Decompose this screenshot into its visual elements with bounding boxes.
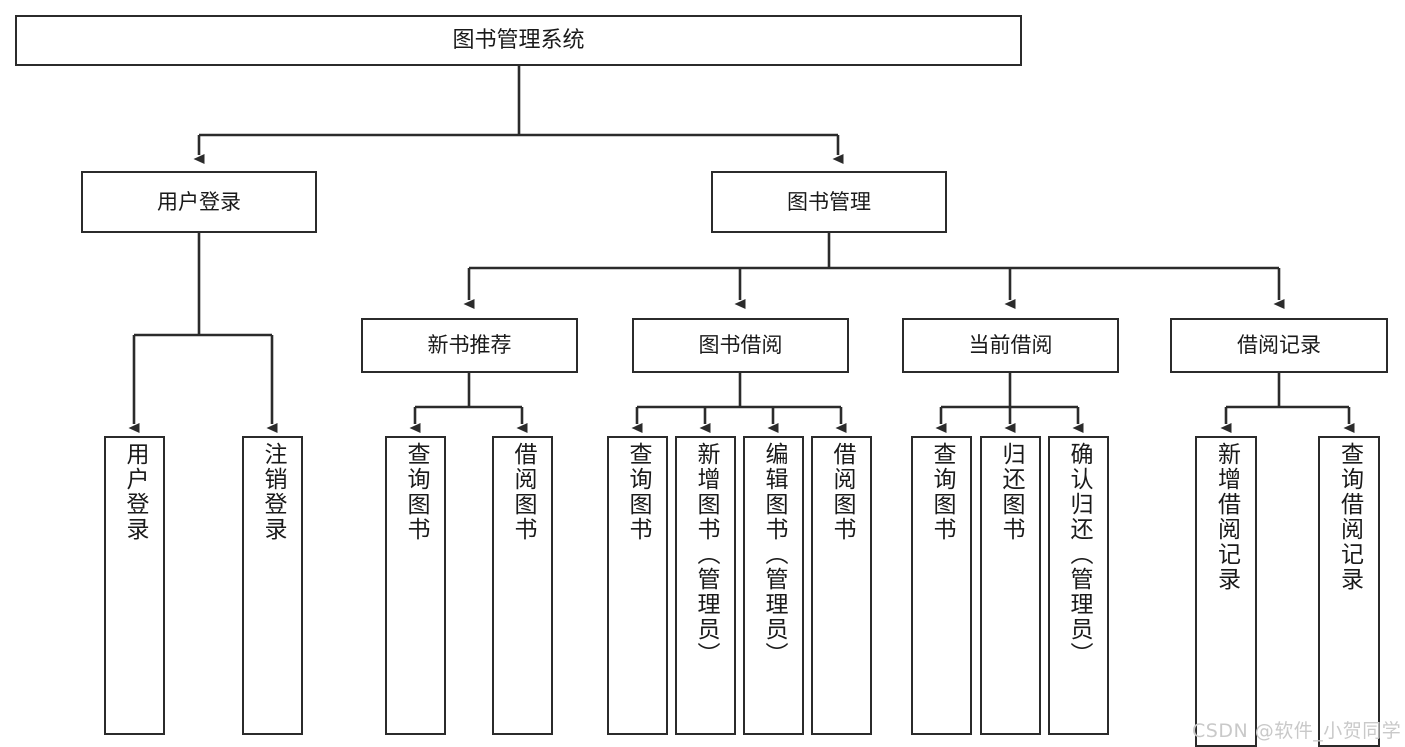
csdn-watermark: CSDN @软件_小贺同学 — [1192, 720, 1402, 742]
node-label: 借阅图书 — [510, 442, 536, 542]
node-label: 查询图书 — [625, 442, 651, 542]
node-label: 图书管理系统 — [452, 27, 585, 53]
node-label: 新增借阅记录 — [1213, 442, 1240, 592]
node-label: 当前借阅 — [968, 333, 1053, 358]
leaf-query-book-borrow[interactable]: 查询图书 — [607, 436, 668, 735]
node-label: 图书管理 — [787, 189, 871, 214]
leaf-add-book-admin[interactable]: 新增图书（管理员） — [675, 436, 736, 735]
node-label: 编辑图书（管理员） — [761, 442, 787, 667]
node-label: 查询图书 — [403, 442, 429, 542]
node-user-login[interactable]: 用户登录 — [81, 171, 317, 233]
node-borrow-record[interactable]: 借阅记录 — [1170, 318, 1388, 373]
leaf-logout[interactable]: 注销登录 — [242, 436, 303, 735]
node-new-book-recommend[interactable]: 新书推荐 — [361, 318, 578, 373]
node-label: 归还图书 — [998, 442, 1024, 542]
leaf-borrow-book[interactable]: 借阅图书 — [811, 436, 872, 735]
node-current-borrow[interactable]: 当前借阅 — [902, 318, 1119, 373]
node-label: 新增图书（管理员） — [693, 442, 719, 667]
node-label: 用户登录 — [157, 189, 241, 214]
node-book-management[interactable]: 图书管理 — [711, 171, 947, 233]
node-label: 新书推荐 — [427, 333, 512, 358]
node-label: 借阅图书 — [829, 442, 855, 542]
node-label: 查询图书 — [929, 442, 955, 542]
leaf-confirm-return-admin[interactable]: 确认归还（管理员） — [1048, 436, 1109, 735]
node-label: 注销登录 — [260, 442, 286, 542]
node-label: 确认归还（管理员） — [1066, 442, 1092, 667]
leaf-borrow-book-recommend[interactable]: 借阅图书 — [492, 436, 553, 735]
leaf-return-book[interactable]: 归还图书 — [980, 436, 1041, 735]
leaf-query-book-recommend[interactable]: 查询图书 — [385, 436, 446, 735]
leaf-user-login[interactable]: 用户登录 — [104, 436, 165, 735]
node-label: 用户登录 — [122, 442, 148, 542]
leaf-add-borrow-record[interactable]: 新增借阅记录 — [1195, 436, 1257, 747]
leaf-query-book-current[interactable]: 查询图书 — [911, 436, 972, 735]
leaf-edit-book-admin[interactable]: 编辑图书（管理员） — [743, 436, 804, 735]
node-label: 借阅记录 — [1237, 333, 1321, 358]
leaf-query-borrow-record[interactable]: 查询借阅记录 — [1318, 436, 1380, 747]
node-book-borrow[interactable]: 图书借阅 — [632, 318, 849, 373]
node-label: 图书借阅 — [698, 333, 783, 358]
node-label: 查询借阅记录 — [1336, 442, 1363, 592]
node-root-system[interactable]: 图书管理系统 — [15, 15, 1022, 66]
